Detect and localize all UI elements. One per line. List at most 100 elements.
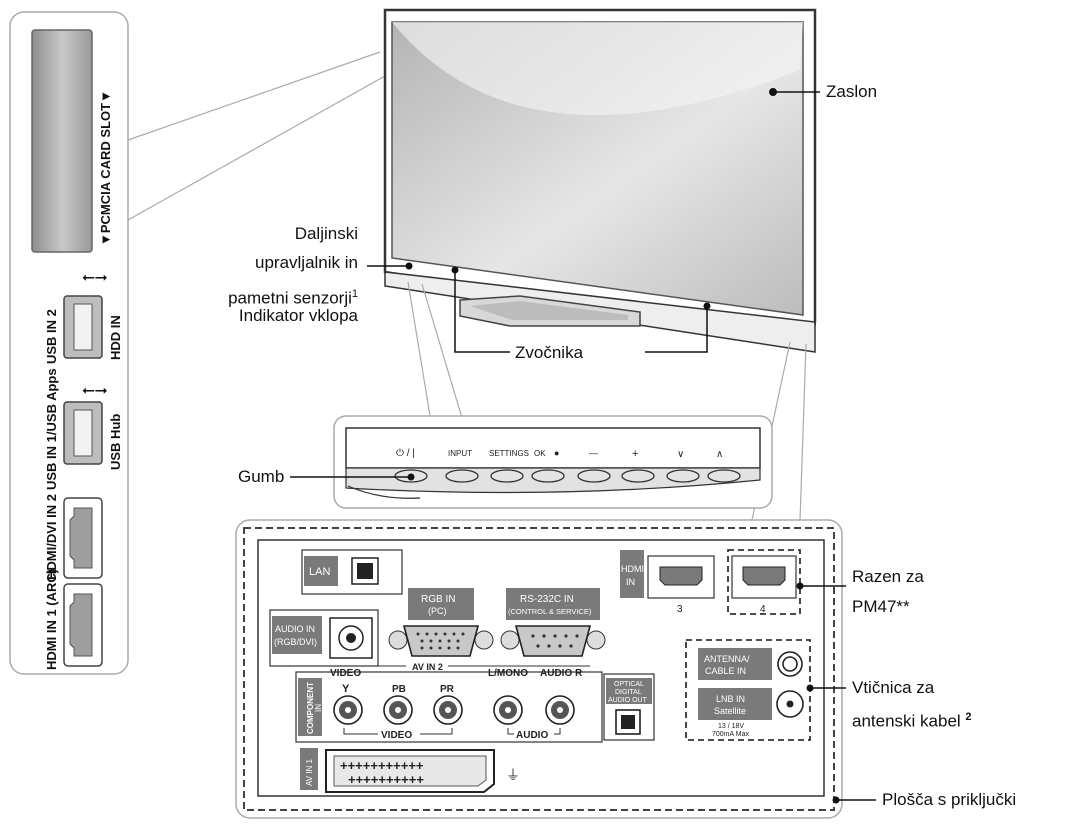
usb-symbol-2: ⭠⭢ xyxy=(82,269,108,286)
hdmi3-label: 3 xyxy=(677,604,683,615)
antenna-port-ring xyxy=(782,656,798,672)
side-panel-leader-top xyxy=(127,51,381,141)
btn-label-up: ∧ xyxy=(716,449,723,460)
rgb-in-label-1: RGB IN xyxy=(421,594,455,605)
remote-label-3: pametni senzorji1 xyxy=(214,283,358,310)
rear-panel-dashed-border xyxy=(243,527,835,811)
hdmi2-label: HDMI/DVI IN 2 xyxy=(44,494,59,580)
btn-label-power: ⏻ / | xyxy=(396,448,415,459)
input-button[interactable] xyxy=(445,469,479,483)
lnb-label-2: Satellite xyxy=(714,706,746,716)
rgb-screw-right xyxy=(474,630,494,650)
antenna-port xyxy=(777,651,803,677)
rs232-tag xyxy=(506,588,600,620)
lnb-label-3: 13 / 18V xyxy=(718,723,744,730)
usb-port-2-tongue xyxy=(73,303,93,351)
lan-tag xyxy=(304,556,338,586)
gumb-label: Gumb xyxy=(238,467,285,486)
rs232-screw-right xyxy=(586,630,606,650)
component-label-2: IN xyxy=(314,704,323,712)
rgb-in-pins xyxy=(416,632,465,650)
pb-label: PB xyxy=(392,684,406,695)
lnb-tag xyxy=(698,688,772,720)
hdmi-port-2-socket xyxy=(69,507,93,569)
panel-leader-right xyxy=(799,343,807,521)
btn-label-ok: OK xyxy=(534,449,546,458)
btn-label-input: INPUT xyxy=(448,449,472,458)
hdmi1-label: HDMI IN 1 (ARC) xyxy=(44,569,59,670)
audio-bottom-label: AUDIO xyxy=(516,730,548,741)
channel-down-button[interactable] xyxy=(666,469,700,483)
tv-edge-curve xyxy=(347,485,421,499)
hdmi-port-1-socket xyxy=(69,593,93,657)
ground-icon: ⏚ xyxy=(506,767,520,783)
scart-pins-top: +++++++++++ xyxy=(340,758,424,773)
pm47-label-2: PM47** xyxy=(852,597,910,616)
screen-reflection xyxy=(392,22,803,116)
power-indicator-label: Indikator vklopa xyxy=(238,306,358,325)
lnb-port-pin xyxy=(786,700,794,708)
buttons-leader-right xyxy=(421,283,466,429)
antenna-label-sup: 2 xyxy=(965,711,972,723)
rs232-label-1: RS-232C IN xyxy=(520,594,574,605)
hdmi4-socket xyxy=(742,566,786,586)
av-in2-label: AV IN 2 xyxy=(412,662,443,672)
lnb-label-1: LNB IN xyxy=(716,694,745,704)
zaslon-label: Zaslon xyxy=(826,82,878,101)
btn-label-ok-dot: ● xyxy=(554,448,559,458)
btn-label-settings: SETTINGS xyxy=(489,449,529,458)
rs232-label-2: (CONTROL & SERVICE) xyxy=(508,607,592,616)
side-panel: ▼PCMCIA CARD SLOT▼ ⭠⭢ USB IN 2 HDD IN ⭠⭢… xyxy=(9,11,386,675)
hdmi3-port-frame xyxy=(647,555,715,599)
btn-label-down: ∨ xyxy=(677,449,684,460)
component-tag xyxy=(298,678,322,736)
hdmi4-dashed-box xyxy=(727,549,801,615)
video-bracket-left xyxy=(343,728,378,735)
pcmcia-slot xyxy=(31,29,93,253)
antenna-label-b: antenski kabel 2 xyxy=(852,706,972,733)
usbhub-label: USB Hub xyxy=(108,414,123,470)
hdmi-in-label-1: HDMI xyxy=(621,564,644,574)
side-panel-leader-bottom xyxy=(127,75,386,221)
usb-port-1-tongue xyxy=(73,409,93,457)
component-label-1: COMPONENT xyxy=(306,682,315,734)
lnb-label-4: 700mA Max xyxy=(712,731,749,738)
video-bottom-label: VIDEO xyxy=(381,730,412,741)
hdmi-in-tag xyxy=(620,550,644,598)
rgb-screw-left xyxy=(388,630,408,650)
channel-up-button[interactable] xyxy=(707,469,741,483)
av-in1-label: AV IN 1 xyxy=(305,758,314,786)
scart-pins-bottom: ++++++++++ xyxy=(348,772,424,787)
lan-port xyxy=(351,557,379,585)
buttons-leader-left xyxy=(407,281,433,429)
tv-stand-top xyxy=(470,301,628,320)
optical-label-2: DIGITAL xyxy=(615,689,642,696)
volume-up-button[interactable] xyxy=(621,469,655,483)
hdmi3-socket xyxy=(659,566,703,586)
lan-port-inner xyxy=(357,563,373,579)
remote-label-sup: 1 xyxy=(351,288,358,300)
optical-tag xyxy=(606,678,652,704)
audio-r-label: AUDIO R xyxy=(540,668,583,679)
rs232-screw-left xyxy=(500,630,520,650)
speaker-right-line xyxy=(645,306,708,353)
remote-label-3-text: pametni senzorji xyxy=(228,288,352,308)
ok-button[interactable] xyxy=(531,469,565,483)
rs232-port xyxy=(514,625,592,657)
panel-label: Plošča s priključki xyxy=(882,790,1017,809)
volume-down-button[interactable] xyxy=(577,469,611,483)
optical-label-1: OPTICAL xyxy=(614,681,644,688)
rgb-in-tag xyxy=(408,588,474,620)
speaker-left-line xyxy=(454,270,510,353)
antenna-tag xyxy=(698,648,772,680)
video-bracket-right xyxy=(420,728,453,735)
usb1-label: USB IN 1/USB Apps xyxy=(44,368,59,490)
settings-button[interactable] xyxy=(490,469,524,483)
usb-symbol-1: ⭠⭢ xyxy=(82,382,108,399)
pr-label: PR xyxy=(440,684,455,695)
tv xyxy=(383,8,817,353)
audio-in-tag xyxy=(272,616,322,654)
y-label: Y xyxy=(342,683,350,695)
rgb-in-label-2: (PC) xyxy=(428,606,447,616)
